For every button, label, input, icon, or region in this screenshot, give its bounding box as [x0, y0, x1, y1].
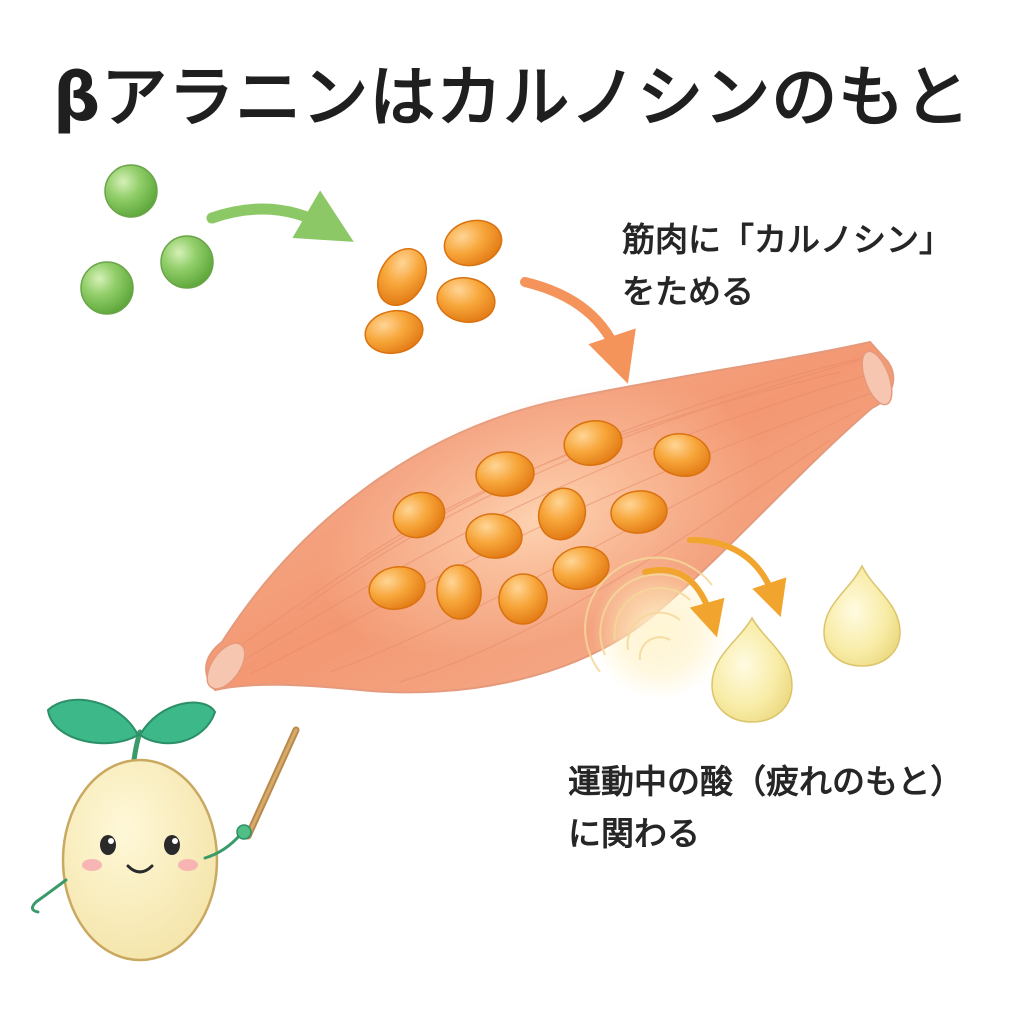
acid-caption-line1: 運動中の酸（疲れのもと） — [568, 762, 964, 801]
green-ball-icon — [104, 164, 158, 218]
storage-arrow-icon — [520, 277, 636, 384]
orange-capsule-icon — [443, 219, 503, 267]
orange-capsule-icon — [653, 433, 711, 477]
orange-capsule-icon — [475, 451, 535, 497]
beta-alanine-balls — [80, 164, 214, 315]
orange-capsule-icon — [498, 573, 548, 625]
stored-carnosine-capsules — [368, 420, 711, 625]
orange-capsule-icon — [364, 309, 424, 355]
carnosine-caption-line2: をためる — [622, 272, 754, 311]
acid-drop-icon — [711, 616, 793, 723]
green-ball-icon — [80, 261, 134, 315]
orange-capsule-icon — [377, 248, 427, 306]
orange-capsule-icon — [368, 566, 426, 610]
acid-caption-line2: に関わる — [568, 814, 700, 853]
orange-capsule-icon — [563, 420, 623, 466]
page-title: βアラニンはカルノシンのもと — [53, 59, 971, 136]
orange-capsule-icon — [436, 277, 496, 323]
orange-capsule-icon — [392, 491, 446, 539]
acid-arrow-icon — [642, 567, 725, 638]
carnosine-caption-line1: 筋肉に「カルノシン」 — [622, 220, 952, 259]
orange-capsule-icon — [436, 564, 482, 620]
carnosine-caption: 筋肉に「カルノシン」 をためる — [622, 214, 952, 318]
carnosine-capsules — [364, 219, 503, 355]
acid-drop-icon — [823, 564, 901, 667]
orange-capsule-icon — [537, 487, 587, 541]
acid-arrow-icon — [687, 537, 787, 618]
buffering-glow-icon — [584, 556, 728, 700]
orange-capsule-icon — [552, 546, 610, 590]
green-ball-icon — [160, 235, 214, 289]
conversion-arrow-icon — [206, 190, 354, 242]
acid-drops — [711, 564, 901, 723]
orange-capsule-icon — [465, 513, 523, 559]
acid-caption: 運動中の酸（疲れのもと） に関わる — [568, 756, 963, 860]
orange-capsule-icon — [610, 490, 668, 534]
sprout-mascot-icon — [31, 698, 300, 962]
